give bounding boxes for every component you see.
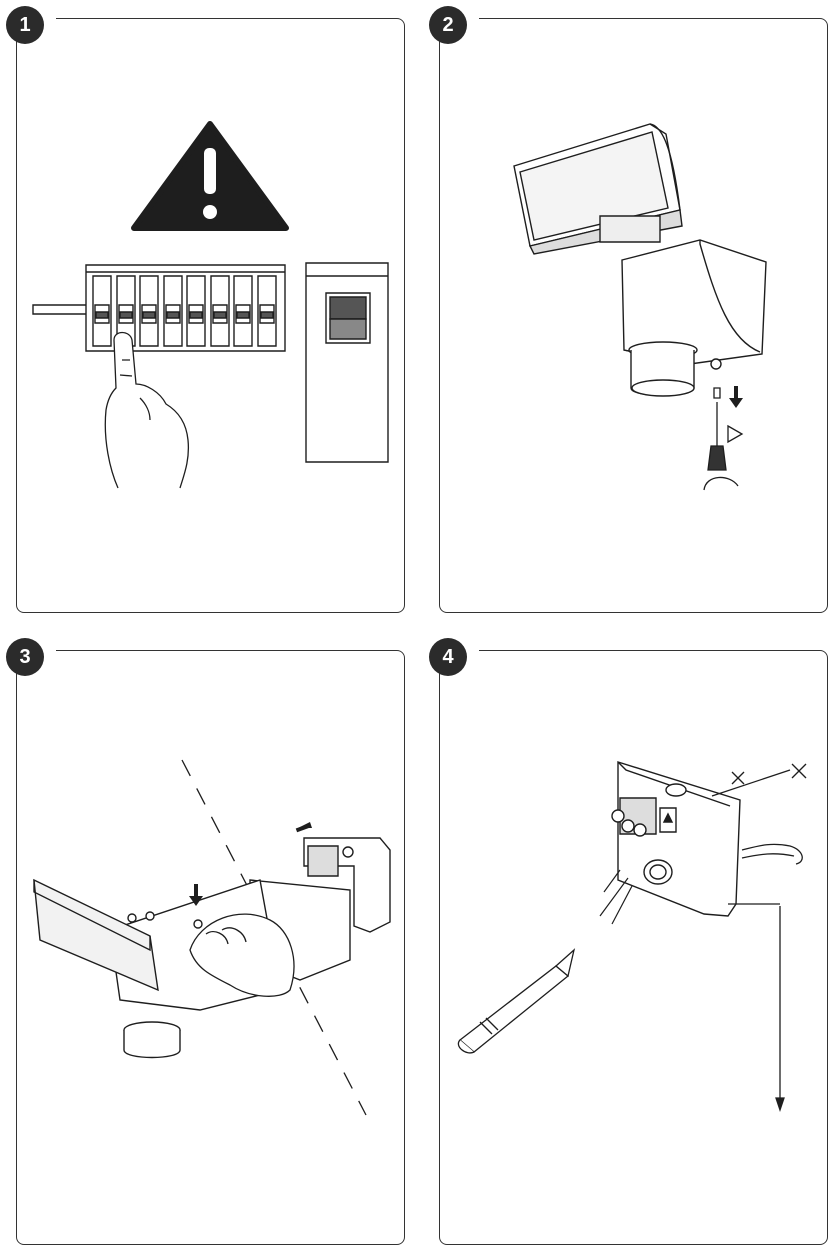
switch-box <box>306 263 388 462</box>
mounting-bracket <box>612 762 740 916</box>
wire-icon <box>742 844 802 864</box>
step-2-illustration <box>0 0 835 620</box>
arrow-down-icon <box>189 884 203 906</box>
arrow-down-icon <box>729 386 743 408</box>
step-3-illustration <box>0 0 420 1253</box>
hand-icon <box>190 914 294 996</box>
measure-arrow <box>776 906 784 1110</box>
step-1-badge: 1 <box>6 6 44 44</box>
screw-icon <box>714 388 720 398</box>
step-4-badge: 4 <box>429 638 467 676</box>
security-light <box>514 124 766 396</box>
screwdriver-icon <box>704 402 742 490</box>
step-3-badge: 3 <box>6 638 44 676</box>
step-1-illustration <box>0 0 420 620</box>
step-2-badge: 2 <box>429 6 467 44</box>
step-4-panel <box>439 650 828 1245</box>
sight-lines <box>600 870 632 924</box>
marks <box>712 764 806 904</box>
warning-icon <box>134 124 286 228</box>
mounting-bracket <box>304 838 390 932</box>
pencil-icon <box>458 950 574 1053</box>
arrow-icon <box>295 822 312 833</box>
hand-icon <box>105 333 188 489</box>
